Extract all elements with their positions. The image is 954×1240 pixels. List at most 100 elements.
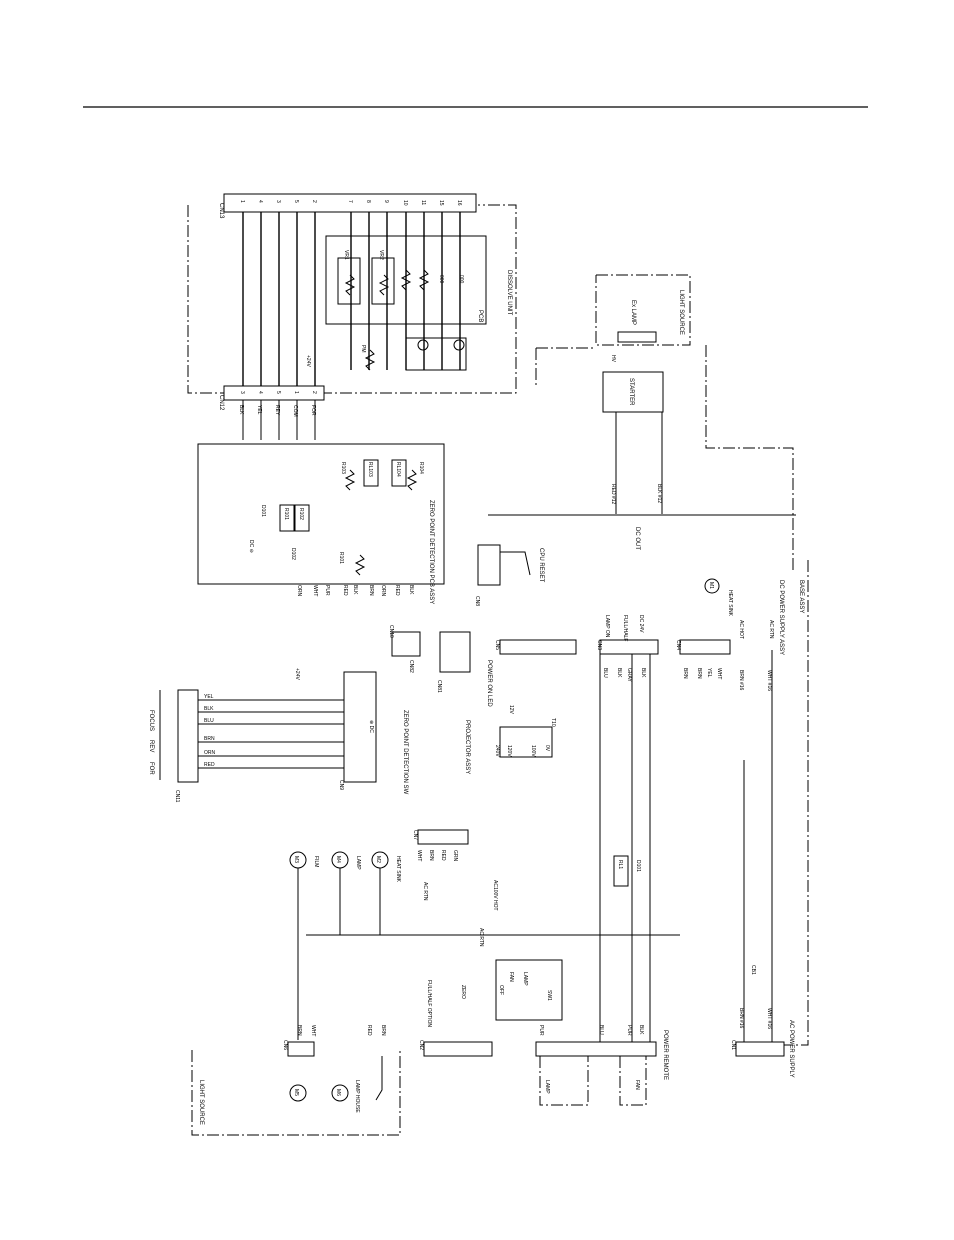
ex-lamp-label: Ex LAMP bbox=[630, 300, 636, 325]
rl1-relay bbox=[613, 855, 629, 887]
dc-plus-label: ⊕ DC bbox=[368, 720, 374, 733]
cn7-label: CN7 bbox=[412, 830, 418, 840]
projector-assy: CN5 POWER ON LED PROJECTOR ASSY T10 240V… bbox=[412, 639, 641, 911]
ooo-2: 000 bbox=[458, 275, 464, 284]
cn13-pin-label: 8 bbox=[365, 200, 371, 203]
zero-point-pcb-box bbox=[197, 443, 445, 585]
ac-rtn-mid-label: AC RTN bbox=[422, 882, 428, 901]
rl104-box bbox=[391, 459, 407, 487]
rl104-label: RL104 bbox=[395, 462, 401, 477]
v120-label: 120V bbox=[506, 745, 512, 757]
wire-color-tag: BLK bbox=[408, 585, 414, 595]
cn2-label: CN2 bbox=[418, 1040, 424, 1050]
light-source-top-label: LIGHT SOURCE bbox=[678, 290, 684, 335]
wire-color-tag: BLK bbox=[640, 668, 646, 678]
wire-color-tag: GRAY bbox=[626, 668, 632, 682]
projector-assy-label: PROJECTOR ASSY bbox=[464, 720, 470, 774]
zero-point-sw-label: ZERO POINT DETECTION SW bbox=[402, 710, 408, 795]
cn13-pin-label: 2 bbox=[311, 200, 317, 203]
r101-box bbox=[279, 504, 295, 532]
cn12-pin-label: 5 bbox=[275, 391, 281, 394]
cn12-pin-label: 2 bbox=[311, 391, 317, 394]
wire-color-tag: GRN bbox=[452, 850, 458, 862]
wire-color-tag: BLU bbox=[598, 1025, 604, 1035]
power-remote-label: POWER REMOTE bbox=[662, 1030, 668, 1080]
cn11-wire-color: BLU bbox=[204, 718, 214, 724]
m2-heat-sink-label: HEAT SINK bbox=[395, 856, 401, 883]
cn10-label: CN10 bbox=[388, 625, 394, 638]
cn1-label: CN1 bbox=[730, 1040, 736, 1050]
power-on-led-label: POWER ON LED bbox=[486, 660, 492, 707]
wire-color-tag: ORN bbox=[380, 585, 386, 597]
pcb-label: PCB bbox=[477, 310, 483, 322]
wire-color-tag: REY bbox=[274, 405, 280, 416]
cn6-label: CN6 bbox=[282, 1040, 288, 1050]
ac-rtn-label: AC RTN bbox=[768, 620, 774, 639]
cn13-pin-label: 3 bbox=[275, 200, 281, 203]
cn12-pin-label: 4 bbox=[257, 391, 263, 394]
fan-sw-label: FAN bbox=[508, 972, 514, 982]
focus-section: CN9 ZERO POINT DETECTION SW CN10 CN82 CN… bbox=[148, 625, 471, 803]
cn81-label: CN81 bbox=[436, 680, 442, 693]
wire-color-tag: WHT bbox=[416, 850, 422, 861]
wht16-top: WHT #16 bbox=[766, 670, 772, 691]
cn3-label: CN3 bbox=[596, 640, 602, 650]
cn3-connector bbox=[599, 639, 659, 655]
cn12-label: CN12 bbox=[218, 395, 224, 411]
cn11-connector bbox=[177, 689, 199, 783]
fans-group: M3 FILM M4 LAMP M2 HEAT SINK AC RTN bbox=[289, 851, 680, 1040]
brn16-bottom: BRN #16 bbox=[738, 1008, 744, 1029]
sw1-box bbox=[495, 959, 563, 1021]
cn1-connector bbox=[735, 1041, 785, 1057]
dissolve-unit: CN13 PCB DISSOLVE UNIT VR1 VR2 000 000 P… bbox=[187, 193, 517, 440]
wire-color-tag: WHT bbox=[716, 668, 722, 679]
m5-label: M5 bbox=[293, 1089, 299, 1096]
power-remote-connector bbox=[535, 1041, 657, 1057]
hv-label: HV bbox=[610, 355, 616, 363]
cn81-connector bbox=[439, 631, 471, 673]
wire-color-tag: BRN bbox=[682, 668, 688, 679]
ac-power-supply-label: AC POWER SUPPLY bbox=[788, 1020, 794, 1078]
cn13-pin-label: 1 bbox=[239, 200, 245, 203]
plus24v-mid: +24V bbox=[294, 668, 300, 680]
d102-label: D102 bbox=[290, 548, 296, 560]
cn13-pin-label: 5 bbox=[293, 200, 299, 203]
plus24v-top: +24V bbox=[305, 355, 311, 367]
cn5-connector bbox=[499, 639, 577, 655]
starter-label: STARTER bbox=[628, 378, 634, 406]
dc24v-label: DC 24V bbox=[638, 615, 644, 633]
r102-label: R102 bbox=[298, 508, 304, 520]
rl103-box bbox=[363, 459, 379, 487]
lamp-bottom-label: LAMP bbox=[544, 1080, 550, 1094]
wire-color-tag: RED bbox=[366, 1025, 372, 1036]
cn82-label: CN82 bbox=[408, 660, 414, 673]
cb1-label: CB1 bbox=[750, 965, 756, 975]
wire-color-tag: FOR bbox=[310, 405, 316, 416]
bottom-section: LIGHT SOURCE M5 M6 LAMP HOUSE CN6 CN2 FU… bbox=[191, 560, 809, 1136]
wire-color-tag: COM bbox=[292, 405, 298, 417]
wire-color-tag: BLK bbox=[238, 405, 244, 415]
wire-color-tag: PUR bbox=[626, 1025, 632, 1036]
cn11-wire-color: ORN bbox=[204, 750, 216, 756]
lamp-house-label: LAMP HOUSE bbox=[354, 1080, 360, 1113]
ooo-1: 000 bbox=[438, 275, 444, 284]
cn7-connector bbox=[417, 829, 469, 845]
cn13-pin-label: 9 bbox=[383, 200, 389, 203]
starter-box bbox=[602, 371, 664, 413]
cn11-label: CN11 bbox=[174, 790, 180, 803]
wire-color-tag: BRN bbox=[368, 585, 374, 596]
m1-label: M1 bbox=[708, 582, 714, 589]
lamp-on-label: LAMP ON bbox=[604, 615, 610, 638]
light-source-top: LIGHT SOURCE Ex LAMP STARTER HV bbox=[535, 274, 794, 570]
zero-point-pcb: ZERO POINT DETECTION PCB ASSY R101 R102 … bbox=[197, 443, 445, 604]
cn5-label: CN5 bbox=[494, 640, 500, 650]
m6-label: M6 bbox=[335, 1089, 341, 1096]
wire-color-tag: RED bbox=[342, 585, 348, 596]
wht16-bottom: WHT #16 bbox=[766, 1008, 772, 1029]
dc-out-label: DC OUT bbox=[634, 527, 640, 550]
m4-label: M4 bbox=[335, 856, 341, 863]
motor-m-icon bbox=[453, 339, 465, 351]
cn11-wire-color: BLK bbox=[204, 706, 214, 712]
